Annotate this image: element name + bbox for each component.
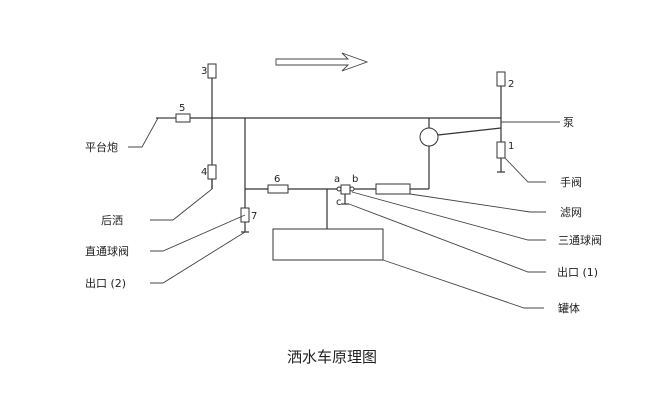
label-three-way-valve: 三通球阀 <box>558 233 602 247</box>
label-tank: 罐体 <box>558 301 580 315</box>
pump-symbol <box>419 127 439 147</box>
port-a-label: a <box>334 174 340 185</box>
valve-number-7: 7 <box>251 211 257 222</box>
label-outlet-1: 出口 (1) <box>557 265 598 279</box>
valve-number-6: 6 <box>274 174 280 185</box>
label-rear-sprinkler: 后洒 <box>101 214 123 227</box>
leader-lines <box>128 117 560 309</box>
valve-5 <box>175 113 191 123</box>
valve-6 <box>267 184 289 194</box>
port-c-label: c <box>336 197 342 208</box>
label-filter: 滤网 <box>560 206 582 219</box>
label-straight-ball-valve: 直通球阀 <box>85 244 129 258</box>
label-pump: 泵 <box>563 116 574 129</box>
diagram-caption: 洒水车原理图 <box>287 348 377 366</box>
valve-number-4: 4 <box>201 167 207 178</box>
three-way-valve-symbol <box>336 184 355 205</box>
valve-number-5: 5 <box>179 103 185 114</box>
flow-direction-arrow <box>275 52 369 72</box>
main-pipe-network <box>156 72 502 232</box>
valve-1 <box>496 141 506 159</box>
label-platform-cannon: 平台炮 <box>85 140 118 154</box>
valve-4 <box>207 164 217 180</box>
valve-number-2: 2 <box>508 79 514 90</box>
valve-3 <box>207 63 217 79</box>
label-hand-valve: 手阀 <box>560 175 582 189</box>
valve-2 <box>496 71 506 87</box>
filter-element <box>375 183 411 195</box>
valve-number-3: 3 <box>201 66 207 77</box>
port-b-label: b <box>352 174 358 185</box>
tank-body <box>272 228 384 261</box>
valve-number-1: 1 <box>508 141 514 152</box>
label-outlet-2: 出口 (2) <box>85 276 126 290</box>
